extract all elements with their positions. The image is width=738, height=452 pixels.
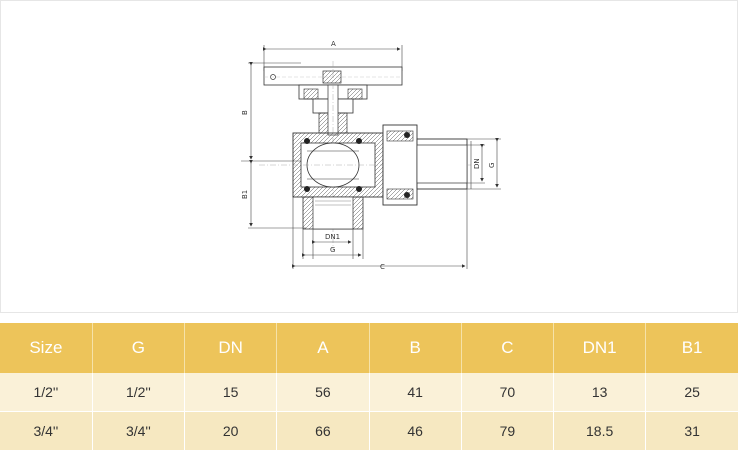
cell-c: 79 (461, 411, 555, 451)
dimension-dn-label: DN (473, 158, 481, 169)
cell-a: 66 (276, 411, 370, 451)
cell-c: 70 (461, 373, 555, 412)
table-row: 3/4'' 3/4'' 20 66 46 79 18.5 31 (0, 411, 738, 451)
valve-stem (298, 61, 368, 251)
dimension-b1-label: B1 (241, 190, 249, 199)
dimension-dn1-g: DN1 G (302, 229, 364, 259)
cell-dn1: 13 (553, 373, 647, 412)
cell-dn: 15 (184, 373, 278, 412)
cell-b: 46 (369, 411, 462, 451)
right-union (382, 124, 472, 206)
dimension-dn-g: DN G (467, 138, 501, 190)
dimension-g-bottom-label: G (330, 246, 335, 254)
header-dn1: DN1 (553, 323, 647, 373)
header-c: C (461, 323, 555, 373)
cell-b1: 25 (645, 373, 738, 412)
header-b1: B1 (645, 323, 738, 373)
header-size: Size (0, 323, 93, 373)
cell-g: 1/2'' (92, 373, 186, 412)
dimension-b1: B1 (241, 160, 306, 229)
table-header-row: Size G DN A B C DN1 B1 (0, 323, 738, 373)
cell-g: 3/4'' (92, 411, 186, 451)
header-g: G (92, 323, 186, 373)
cell-size: 1/2'' (0, 373, 93, 412)
technical-drawing-panel: A B B1 (0, 0, 738, 313)
dimension-b-label: B (241, 110, 249, 115)
cell-dn: 20 (184, 411, 278, 451)
valve-technical-drawing: A B B1 (241, 40, 501, 271)
dimension-a-label: A (331, 40, 336, 48)
cell-dn1: 18.5 (553, 411, 647, 451)
header-dn: DN (184, 323, 278, 373)
bottom-port (302, 196, 364, 230)
dimension-b: B (241, 62, 301, 160)
spec-table: Size G DN A B C DN1 B1 1/2'' 1/2'' 15 56… (0, 323, 738, 451)
dimension-dn1-label: DN1 (325, 233, 340, 241)
header-b: B (369, 323, 462, 373)
cell-a: 56 (276, 373, 370, 412)
table-row: 1/2'' 1/2'' 15 56 41 70 13 25 (0, 373, 738, 412)
dimension-g-label: G (488, 163, 496, 168)
dimension-c-label: C (380, 263, 385, 271)
cell-size: 3/4'' (0, 411, 93, 451)
header-a: A (276, 323, 370, 373)
cell-b: 41 (369, 373, 462, 412)
valve-body (259, 132, 471, 198)
cell-b1: 31 (645, 411, 738, 451)
dimension-c: C (292, 189, 468, 271)
